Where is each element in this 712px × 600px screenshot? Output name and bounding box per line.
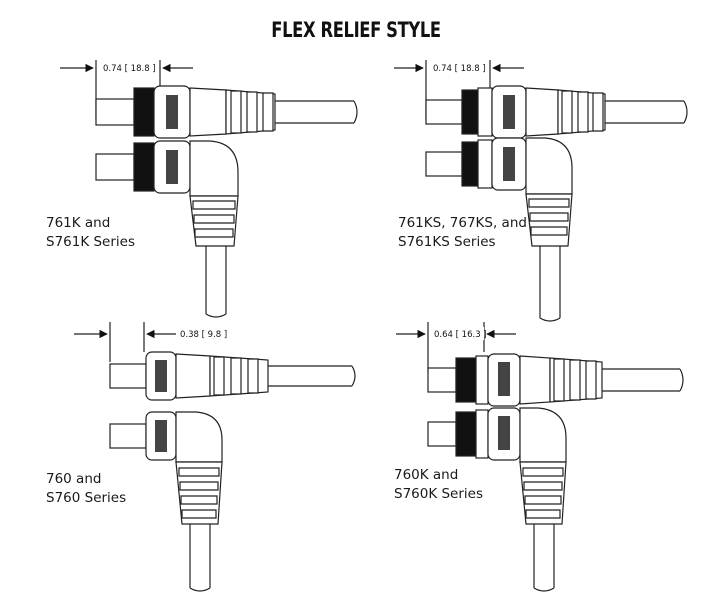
dimension-labels: 0.74 [ 18.8 ] 0.74 [ 18.8 ] 0.38 [ 9.8 ]… bbox=[103, 64, 487, 340]
right-angle-connector bbox=[109, 411, 223, 592]
dimension-label-761ks: 0.74 [ 18.8 ] bbox=[433, 64, 486, 74]
panel-761k-drawings bbox=[60, 60, 358, 318]
page-title: FLEX RELIEF STYLE bbox=[271, 18, 441, 42]
caption-line: S760 Series bbox=[46, 490, 127, 506]
caption-line: 761KS, 767KS, and bbox=[398, 215, 527, 231]
panel-760-drawings bbox=[74, 322, 356, 592]
straight-connector bbox=[427, 353, 684, 407]
panel-761ks-drawings bbox=[394, 60, 688, 322]
straight-connector bbox=[95, 85, 358, 139]
series-caption-760: 760 and S760 Series bbox=[46, 470, 126, 508]
right-angle-connector bbox=[95, 140, 239, 318]
caption-line: S761K Series bbox=[46, 234, 135, 250]
dimension-marker bbox=[74, 322, 226, 362]
straight-connector bbox=[109, 351, 356, 401]
dimension-marker bbox=[396, 322, 516, 372]
panel-760k-drawings bbox=[396, 322, 684, 592]
straight-connector bbox=[425, 85, 688, 139]
dimension-label-761k: 0.74 [ 18.8 ] bbox=[103, 64, 156, 74]
dimension-marker bbox=[60, 60, 193, 120]
caption-line: 761K and bbox=[46, 215, 111, 231]
dimension-label-760k: 0.64 [ 16.3 ] bbox=[434, 330, 487, 340]
caption-line: S761KS Series bbox=[398, 234, 496, 250]
right-angle-connector bbox=[427, 407, 567, 592]
series-caption-760k: 760K and S760K Series bbox=[394, 466, 483, 504]
series-caption-761k: 761K and S761K Series bbox=[46, 214, 135, 252]
caption-line: 760K and bbox=[394, 467, 459, 483]
series-caption-761ks: 761KS, 767KS, and S761KS Series bbox=[398, 214, 527, 252]
caption-line: 760 and bbox=[46, 471, 102, 487]
right-angle-connector bbox=[425, 137, 573, 322]
dimension-label-760: 0.38 [ 9.8 ] bbox=[180, 330, 227, 340]
caption-line: S760K Series bbox=[394, 486, 483, 502]
